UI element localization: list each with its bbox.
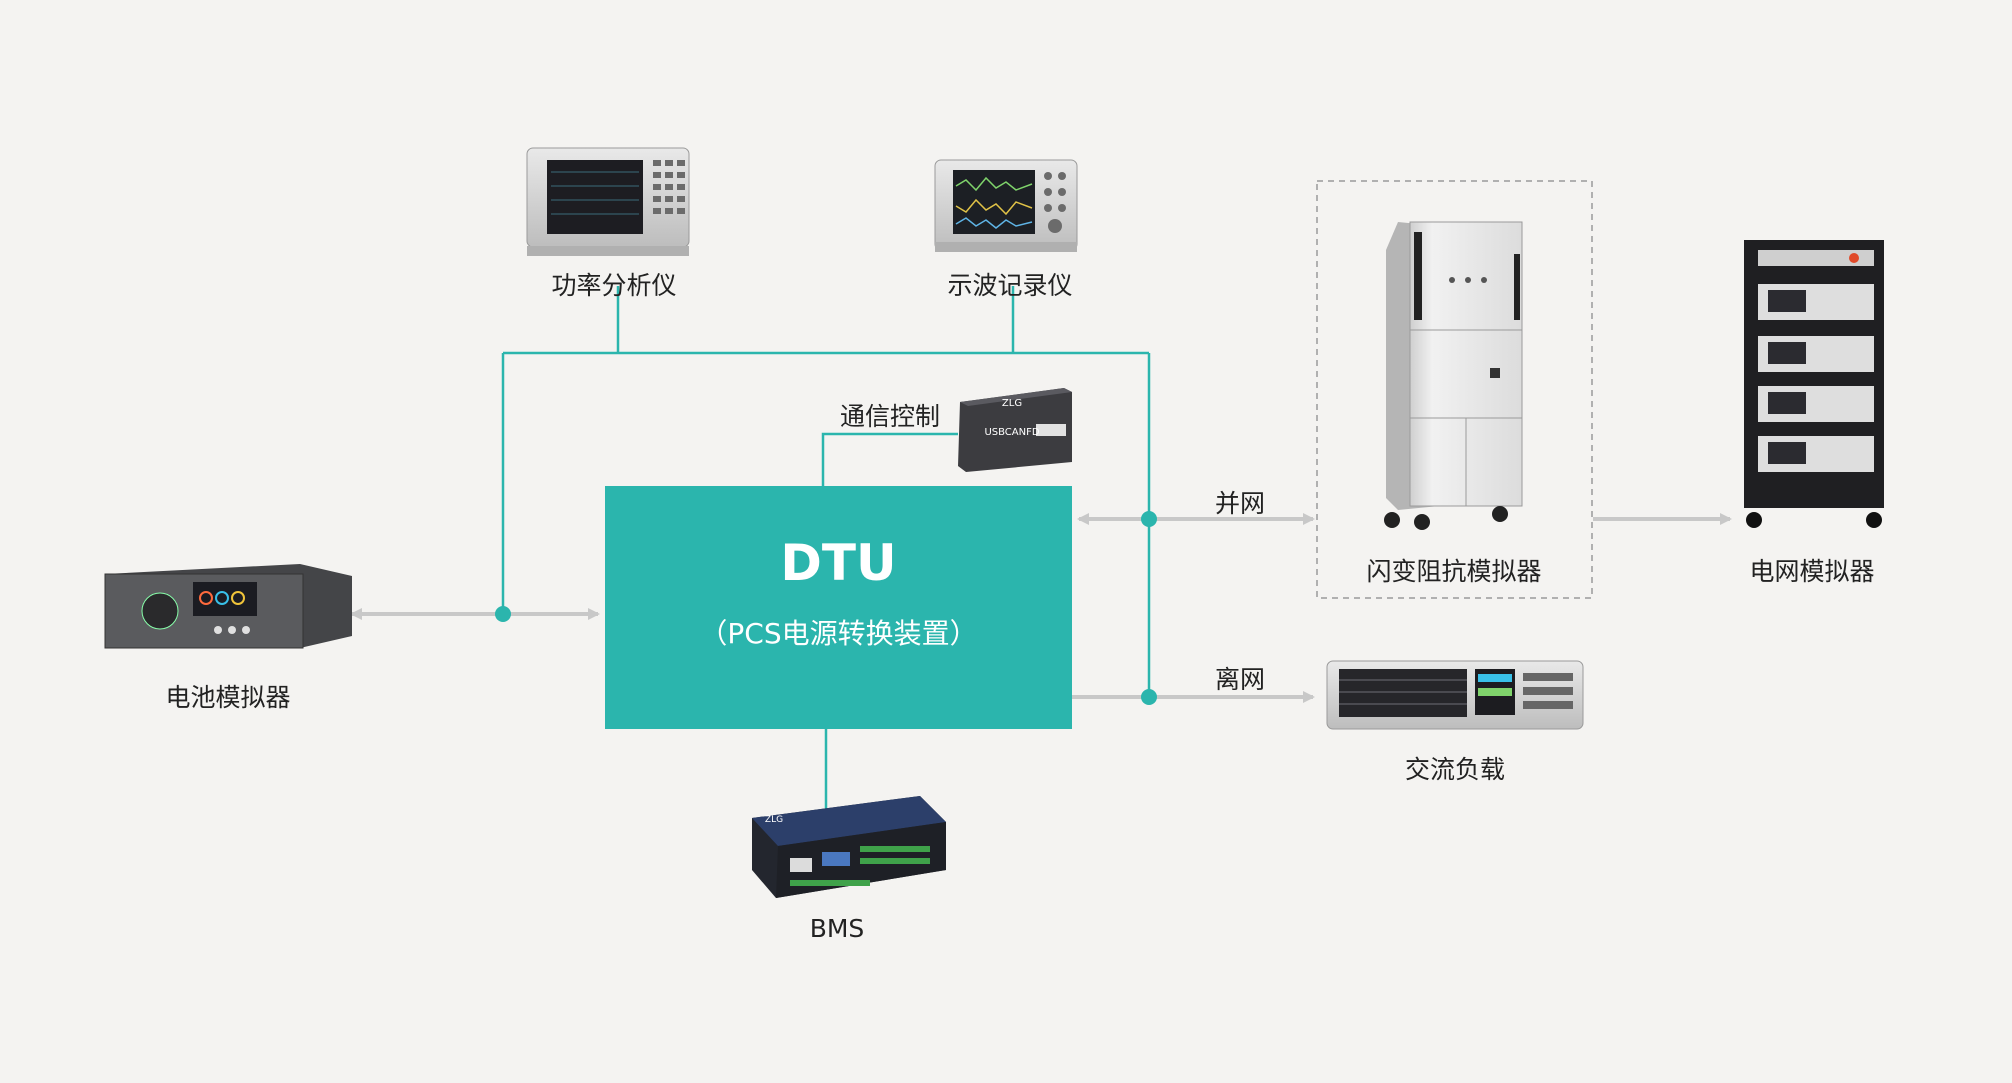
power-analyzer-image xyxy=(526,147,690,256)
comm-control-label: 通信控制 xyxy=(839,402,941,431)
ac-load-image xyxy=(1326,660,1584,730)
dtu-box[interactable]: DTU （PCS电源转换装置） xyxy=(605,486,1072,729)
junction-dots xyxy=(495,511,1157,705)
ac-load-label: 交流负载 xyxy=(1404,755,1506,784)
grid-simulator-label: 电网模拟器 xyxy=(1749,557,1875,586)
flicker-simulator-label: 闪变阻抗模拟器 xyxy=(1366,557,1542,586)
bms-brand: ZLG xyxy=(764,815,784,825)
grid-connected-label: 并网 xyxy=(1214,489,1266,518)
power-flow-arrows xyxy=(350,513,1732,703)
dtu-subtitle: （PCS电源转换装置） xyxy=(699,617,978,650)
power-analyzer-label: 功率分析仪 xyxy=(551,271,677,300)
can-interface-image xyxy=(958,388,1072,472)
can-interface-model: USBCANFD xyxy=(984,427,1040,438)
junction-dot-grid xyxy=(1141,511,1157,527)
bms-label: BMS xyxy=(809,914,865,943)
bms-image xyxy=(752,796,946,898)
junction-dot-battery xyxy=(495,606,511,622)
battery-simulator-label: 电池模拟器 xyxy=(165,683,291,712)
junction-dot-offgrid xyxy=(1141,689,1157,705)
grid-simulator-image xyxy=(1744,240,1884,528)
battery-simulator-image xyxy=(104,564,352,649)
flicker-simulator-image xyxy=(1384,221,1523,530)
dtu-title: DTU xyxy=(780,534,897,592)
off-grid-label: 离网 xyxy=(1214,665,1266,694)
can-interface-brand: ZLG xyxy=(1001,398,1023,409)
oscillograph-image xyxy=(934,159,1078,252)
flicker-simulator-boundary xyxy=(1316,180,1593,599)
oscillograph-label: 示波记录仪 xyxy=(947,271,1073,300)
